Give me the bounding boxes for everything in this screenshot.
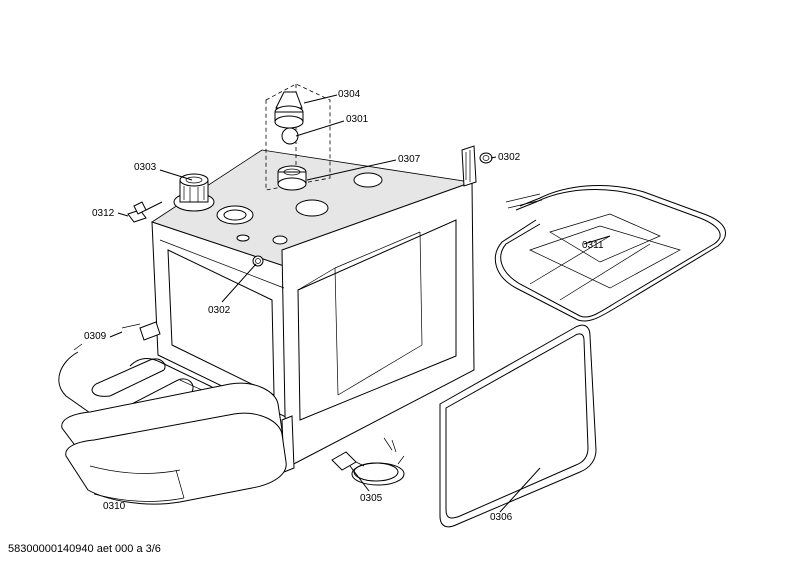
label-0302-right: 0302 [498, 152, 521, 163]
label-0309: 0309 [84, 331, 107, 342]
label-0306: 0306 [490, 512, 513, 523]
door-seal [439, 324, 597, 528]
plug-cap-left [252, 255, 264, 267]
thermostat-clip [127, 201, 163, 223]
fan-motor [173, 173, 215, 212]
label-0305: 0305 [360, 493, 383, 504]
label-0307: 0307 [398, 154, 421, 165]
document-reference: 58300000140940 aet 000 a 3/6 [8, 543, 161, 555]
mains-cable [331, 437, 405, 486]
grill-element [494, 184, 727, 322]
label-0303: 0303 [134, 162, 157, 173]
lamp-assembly [265, 83, 331, 191]
insulation-mats [61, 382, 287, 505]
plug-cap-right [479, 152, 493, 164]
label-0310: 0310 [103, 501, 126, 512]
bottom-heater [58, 321, 221, 445]
label-0304: 0304 [338, 89, 361, 100]
leader-lines [109, 94, 611, 513]
label-0311: 0311 [582, 240, 604, 251]
label-0301: 0301 [346, 114, 369, 125]
oven-cavity [151, 145, 477, 473]
label-0312: 0312 [92, 208, 115, 219]
label-0302-left: 0302 [208, 305, 231, 316]
